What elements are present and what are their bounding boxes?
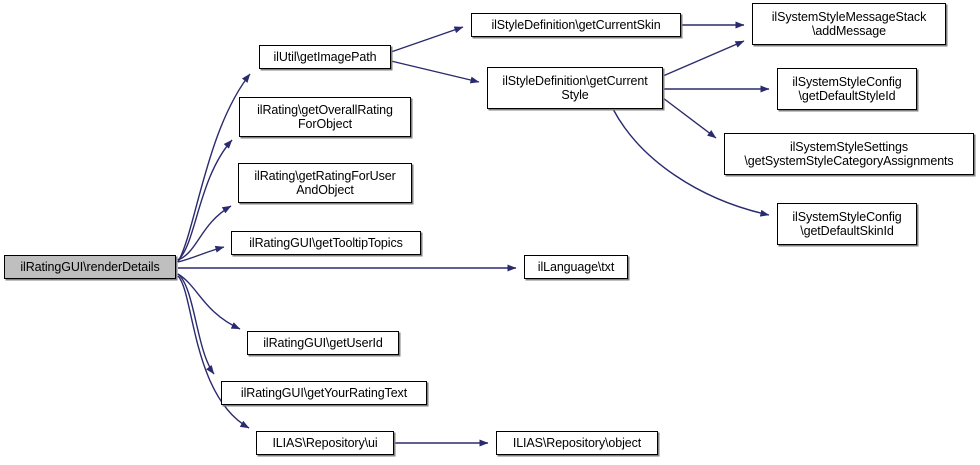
edge-root-to-userid — [177, 273, 241, 330]
graph-node-tooltip[interactable]: ilRatingGUI\getTooltipTopics — [231, 231, 421, 255]
graph-node-userid[interactable]: ilRatingGUI\getUserId — [247, 331, 399, 355]
edge-root-to-tooltip — [177, 245, 225, 263]
graph-node-skinid[interactable]: ilSystemStyleConfig \getDefaultSkinId — [777, 203, 917, 245]
graph-node-skin[interactable]: ilStyleDefinition\getCurrentSkin — [471, 13, 681, 37]
graph-node-imagepath[interactable]: ilUtil\getImagePath — [259, 45, 391, 69]
edge-root-to-overall — [177, 139, 233, 261]
edge-imagepath-to-skin — [390, 26, 464, 53]
graph-node-styleid[interactable]: ilSystemStyleConfig \getDefaultStyleId — [777, 68, 917, 110]
graph-node-style[interactable]: ilStyleDefinition\getCurrent Style — [487, 67, 663, 109]
edge-style-to-msgstack — [662, 40, 745, 77]
edge-root-to-yourrating — [177, 273, 215, 375]
graph-node-ratinguser[interactable]: ilRating\getRatingForUser AndObject — [238, 163, 412, 203]
edge-style-to-catassign — [662, 97, 717, 139]
edge-root-to-ratinguser — [177, 205, 232, 261]
graph-node-msgstack[interactable]: ilSystemStyleMessageStack \addMessage — [752, 3, 946, 45]
edge-root-to-repoui — [177, 275, 250, 429]
graph-node-catassign[interactable]: ilSystemStyleSettings \getSystemStyleCat… — [724, 133, 974, 175]
graph-node-language[interactable]: ilLanguage\txt — [524, 255, 628, 279]
graph-node-root[interactable]: ilRatingGUI\renderDetails — [4, 255, 176, 279]
graph-node-yourrating[interactable]: ilRatingGUI\getYourRatingText — [221, 381, 427, 405]
graph-node-overall[interactable]: ilRating\getOverallRating ForObject — [239, 97, 411, 137]
edge-imagepath-to-style — [390, 60, 480, 84]
graph-node-repoobject[interactable]: ILIAS\Repository\object — [496, 431, 658, 455]
graph-node-repoui[interactable]: ILIAS\Repository\ui — [256, 431, 394, 455]
